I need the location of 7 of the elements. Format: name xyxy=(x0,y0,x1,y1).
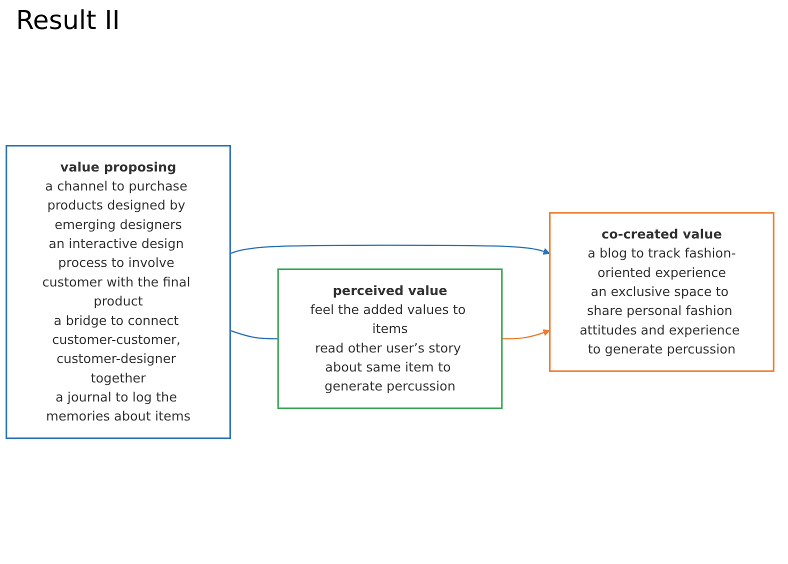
connector xyxy=(230,330,278,340)
node-box: perceived value feel the added values to items read other user’s story about same item to generate percussion xyxy=(277,268,503,410)
diagram-title: Result II xyxy=(16,6,121,36)
node-box: value proposing a channel to purchase products designed by emerging designers an interactive design process to involve customer with the final product a bridge to connect customer-customer, customer-designer together a journal to log the memories about items xyxy=(6,144,231,440)
arrow xyxy=(502,329,550,340)
arrow xyxy=(230,244,550,255)
node-box: co-created value a blog to track fashion-oriented experience an exclusive space to share personal fashion attitudes and experience to generate percussion xyxy=(549,212,774,372)
